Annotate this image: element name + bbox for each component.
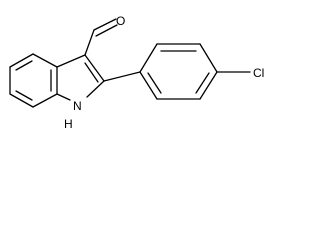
bond: [56, 93, 71, 101]
double-bond-inner: [147, 72, 162, 94]
bond: [103, 71, 141, 82]
bond: [56, 54, 86, 68]
double-bond-inner: [15, 60, 33, 71]
chemical-structure: O N H Cl: [9, 14, 264, 131]
double-bond-inner: [84, 62, 99, 83]
carbonyl-bond: [95, 24, 118, 37]
double-bond-inner: [195, 72, 210, 94]
bond: [84, 29, 95, 56]
bond: [139, 43, 158, 73]
bond: [84, 54, 105, 82]
nitrogen-label: N: [73, 99, 82, 113]
bond: [9, 53, 34, 68]
bond: [139, 71, 158, 100]
hydrogen-label: H: [64, 117, 73, 131]
bond: [32, 53, 58, 68]
pyrrole-ring: [56, 54, 105, 101]
bond: [32, 93, 58, 108]
benzo-ring: [9, 53, 58, 108]
bond: [199, 43, 218, 73]
chlorophenyl-ring: [139, 43, 218, 100]
chlorine-label: Cl: [253, 66, 264, 80]
bond: [199, 71, 218, 100]
bond: [86, 80, 105, 98]
aldehyde-group: [84, 18, 118, 56]
oxygen-label: O: [116, 14, 125, 28]
carbonyl-bond: [93, 18, 117, 31]
double-bond-inner: [15, 90, 33, 101]
bond: [9, 93, 34, 108]
